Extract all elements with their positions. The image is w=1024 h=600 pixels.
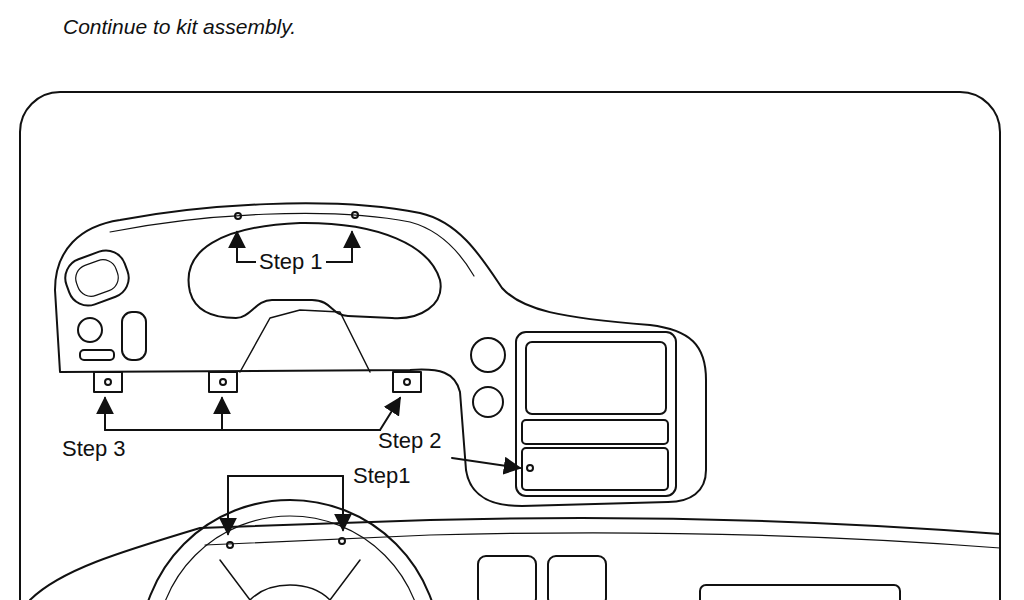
leader-line <box>105 429 380 431</box>
dash-edge <box>205 533 1000 548</box>
switch <box>122 312 146 360</box>
step-label: Step 3 <box>62 436 126 462</box>
gauge-opening <box>189 223 441 318</box>
mount-tab <box>94 372 122 392</box>
leader-arrow <box>236 232 238 262</box>
knob <box>78 318 102 342</box>
vent <box>478 556 536 600</box>
leader-arrow <box>104 398 106 430</box>
step-label: Step 1 <box>256 249 326 275</box>
leader-line <box>228 475 343 477</box>
leader-arrow <box>342 476 344 530</box>
radio-opening <box>516 332 676 496</box>
screw-hole <box>352 212 358 218</box>
radio-opening <box>700 585 900 600</box>
vent-inner <box>72 256 122 300</box>
radio-slot <box>522 420 668 444</box>
step-label: Step1 <box>350 463 414 489</box>
vent <box>548 556 606 600</box>
leader-arrow <box>351 232 353 262</box>
column-notch <box>240 310 370 372</box>
dash-outline <box>30 518 1000 600</box>
screw-hole <box>220 379 226 385</box>
screw-hole <box>339 538 345 544</box>
wheel-spoke <box>220 560 360 600</box>
screw-hole <box>105 379 111 385</box>
step-label: Step 2 <box>378 428 442 454</box>
mount-tab <box>209 372 237 392</box>
vent <box>60 245 135 311</box>
radio-slot <box>522 448 668 490</box>
radio-slot <box>526 342 666 414</box>
steering-wheel <box>156 516 424 600</box>
screw-hole <box>527 465 533 471</box>
frame <box>20 92 1000 600</box>
mount-tab <box>393 372 421 392</box>
leader-arrow <box>227 476 229 534</box>
screw-hole <box>404 379 410 385</box>
leader-arrow <box>452 458 520 468</box>
bezel-outline <box>55 203 706 506</box>
screw-hole <box>235 213 241 219</box>
leader-arrow <box>221 398 223 430</box>
switch <box>80 350 114 360</box>
knob <box>473 387 503 417</box>
knob <box>471 338 505 372</box>
steering-wheel <box>140 500 440 600</box>
instruction-note: Continue to kit assembly. <box>63 14 296 39</box>
leader-arrow <box>380 398 400 430</box>
screw-hole <box>227 542 233 548</box>
